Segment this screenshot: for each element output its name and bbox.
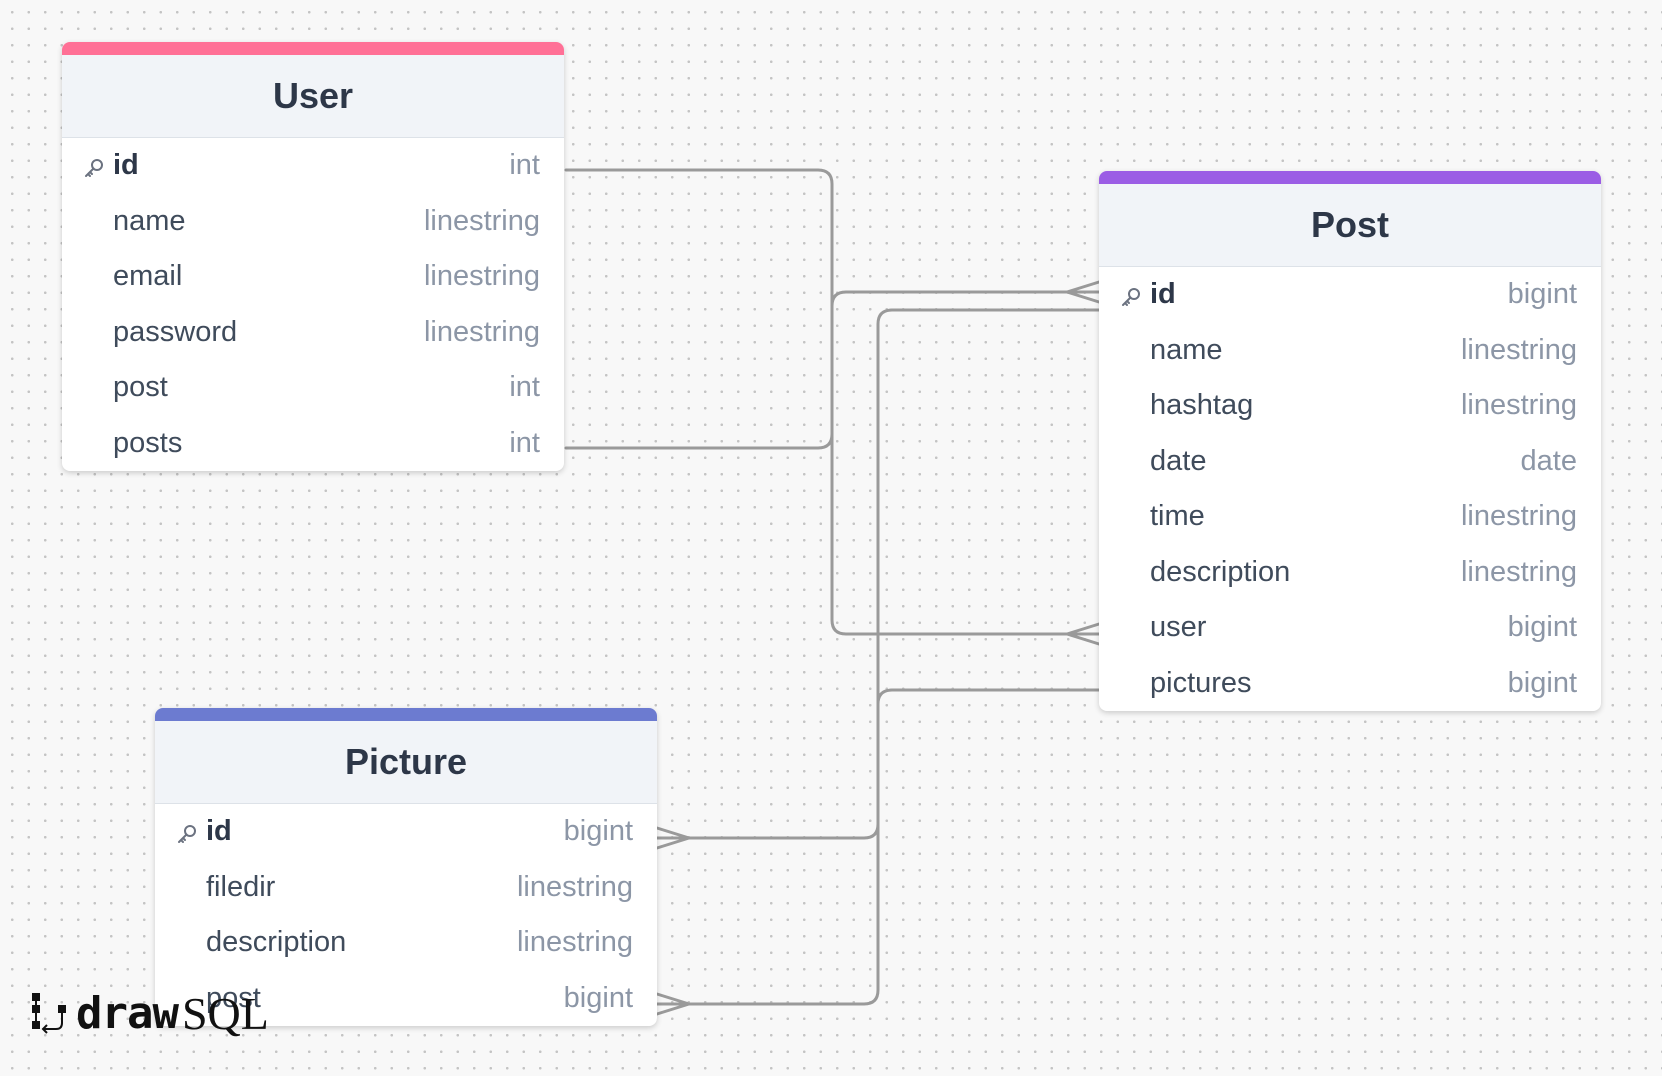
column-row-id[interactable]: id bigint: [1099, 267, 1601, 323]
column-row-id[interactable]: id bigint: [155, 804, 657, 860]
table-title[interactable]: User: [62, 55, 564, 138]
column-type: int: [509, 426, 540, 459]
column-name: post: [206, 981, 261, 1014]
table-color-bar: [155, 708, 657, 721]
column-list: id bigint filedir linestring description line…: [155, 804, 657, 1026]
column-name: id: [206, 815, 232, 848]
logo-text-sql: SQL: [181, 987, 269, 1039]
column-row-post[interactable]: post int: [62, 360, 564, 416]
column-type: linestring: [1460, 389, 1577, 422]
column-row-description[interactable]: description linestring: [155, 915, 657, 971]
column-type: linestring: [423, 204, 540, 237]
column-row-password[interactable]: password linestring: [62, 305, 564, 361]
column-name: post: [113, 371, 168, 404]
logo-text-draw: draw: [76, 987, 179, 1039]
column-type: bigint: [1507, 278, 1577, 311]
crowfoot-post-id: [1065, 280, 1101, 304]
column-type: bigint: [1507, 611, 1577, 644]
crowfoot-post-user: [1065, 622, 1101, 646]
table-post[interactable]: Post id bigint name linestring hashtag linest…: [1099, 171, 1601, 711]
column-type: bigint: [1507, 666, 1577, 699]
column-row-posts[interactable]: posts int: [62, 416, 564, 472]
column-type: linestring: [516, 870, 633, 903]
column-name: date: [1150, 444, 1207, 477]
column-row-post[interactable]: post bigint: [155, 971, 657, 1027]
drawsql-logo-icon: [32, 993, 66, 1034]
column-row-date[interactable]: date date: [1099, 434, 1601, 490]
column-type: linestring: [1460, 555, 1577, 588]
column-type: int: [509, 371, 540, 404]
column-row-id[interactable]: id int: [62, 138, 564, 194]
column-name: name: [1150, 333, 1223, 366]
column-type: linestring: [1460, 333, 1577, 366]
primary-key-icon: [1119, 284, 1143, 308]
crowfoot-picture-id: [655, 826, 691, 850]
column-row-hashtag[interactable]: hashtag linestring: [1099, 378, 1601, 434]
table-color-bar: [62, 42, 564, 55]
column-type: linestring: [423, 315, 540, 348]
column-type: int: [509, 149, 540, 182]
relationship-post-pictures-picture-id[interactable]: [655, 688, 1101, 840]
primary-key-icon: [82, 155, 106, 179]
relationship-user-posts-post-id[interactable]: [564, 290, 1101, 450]
column-row-description[interactable]: description linestring: [1099, 545, 1601, 601]
column-name: password: [113, 315, 238, 348]
column-type: bigint: [563, 981, 633, 1014]
column-name: email: [113, 260, 183, 293]
column-name: description: [1150, 555, 1291, 588]
table-title[interactable]: Picture: [155, 721, 657, 804]
column-row-pictures[interactable]: pictures bigint: [1099, 656, 1601, 712]
table-color-bar: [1099, 171, 1601, 184]
column-row-user[interactable]: user bigint: [1099, 600, 1601, 656]
drawsql-logo[interactable]: draw SQL: [30, 987, 269, 1039]
column-type: bigint: [563, 815, 633, 848]
primary-key-icon: [175, 821, 199, 845]
column-type: linestring: [516, 926, 633, 959]
column-row-email[interactable]: email linestring: [62, 249, 564, 305]
column-type: date: [1520, 444, 1577, 477]
column-name: name: [113, 204, 186, 237]
column-name: description: [206, 926, 347, 959]
column-name: posts: [113, 426, 183, 459]
table-title[interactable]: Post: [1099, 184, 1601, 267]
column-row-time[interactable]: time linestring: [1099, 489, 1601, 545]
relationship-post-id-picture-post[interactable]: [655, 308, 1101, 1006]
column-name: id: [1150, 278, 1176, 311]
crowfoot-picture-post: [655, 992, 691, 1016]
column-name: filedir: [206, 870, 276, 903]
column-name: id: [113, 149, 139, 182]
column-name: time: [1150, 500, 1205, 533]
column-name: hashtag: [1150, 389, 1254, 422]
column-name: user: [1150, 611, 1207, 644]
column-row-filedir[interactable]: filedir linestring: [155, 860, 657, 916]
column-type: linestring: [1460, 500, 1577, 533]
column-type: linestring: [423, 260, 540, 293]
column-name: pictures: [1150, 666, 1252, 699]
column-row-name[interactable]: name linestring: [1099, 323, 1601, 379]
column-row-name[interactable]: name linestring: [62, 194, 564, 250]
